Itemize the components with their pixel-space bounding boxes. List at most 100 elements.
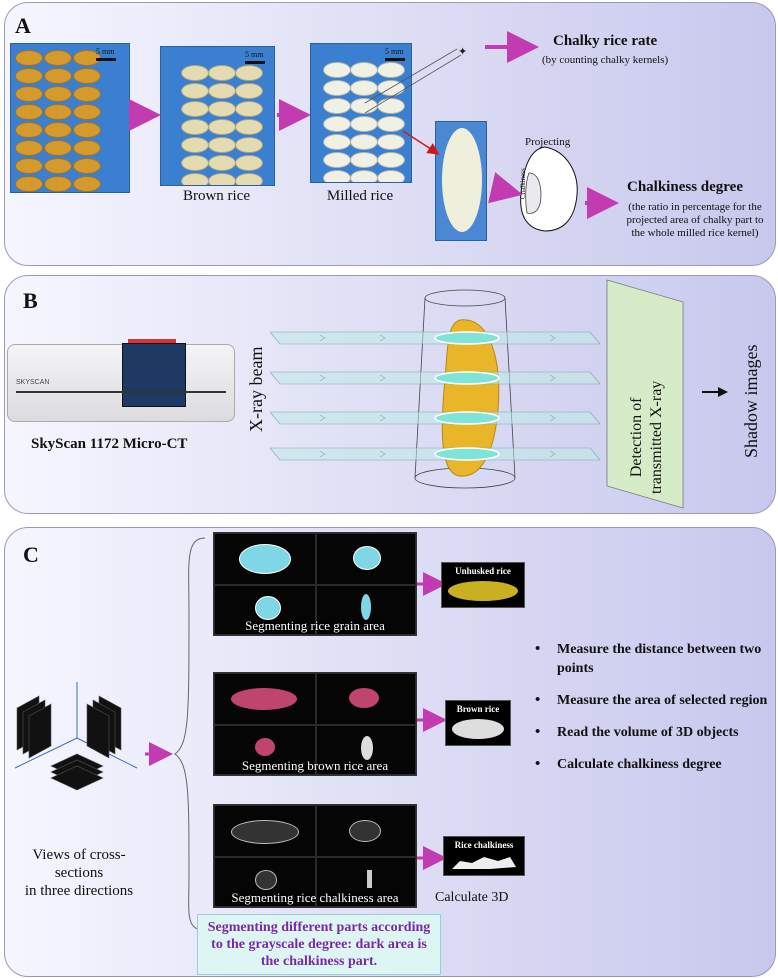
degree-desc-line: (the ratio in percentage for the xyxy=(628,201,762,213)
ct-caption: Segmenting rice chalkiness area xyxy=(231,890,399,905)
device-stripe xyxy=(16,391,226,393)
scale-bar xyxy=(245,61,265,64)
chalky-kernel-icon: ✦ xyxy=(458,46,468,58)
grain-column xyxy=(44,50,72,192)
calculate-3d-label: Calculate 3D xyxy=(435,890,509,905)
thumb-unhusked: Unhusked rice xyxy=(441,562,525,608)
rice-kernel xyxy=(377,62,405,78)
ct-view xyxy=(214,673,316,725)
ct-view xyxy=(316,533,416,585)
x-ray-beam-label: X-ray beam xyxy=(246,346,266,432)
axis-line xyxy=(14,737,78,769)
ct-view xyxy=(214,533,316,585)
rice-kernel xyxy=(377,170,405,182)
panel-a-arrows xyxy=(129,31,619,219)
panel-a: A 5 mm 5 mm Brown rice 5 mm Milled rice … xyxy=(4,2,776,266)
beam-chevron xyxy=(319,334,326,342)
rice-kernel xyxy=(377,152,405,168)
ct-caption: Segmenting brown rice area xyxy=(241,758,389,773)
rice-grain xyxy=(441,319,500,477)
panel-c: C Views of cross-sections in three direc… xyxy=(4,527,776,977)
beam-chevron xyxy=(379,450,386,458)
panel-b: B SKYSCAN SkyScan 1172 Micro-CT X-ray be… xyxy=(4,275,776,514)
rice-kernel xyxy=(44,104,72,120)
views-caption-line: in three directions xyxy=(24,883,134,899)
brown-rice-caption: Brown rice xyxy=(182,188,251,204)
rice-kernel xyxy=(73,86,101,102)
segmentation-note: Segmenting different parts according to … xyxy=(197,914,441,975)
rice-kernel xyxy=(73,68,101,84)
thumb-chalkiness: Rice chalkiness xyxy=(443,836,525,876)
rice-kernel xyxy=(235,101,263,117)
rice-kernel xyxy=(15,104,43,120)
chalky-rate-subtitle: (by counting chalky kernels) xyxy=(542,54,669,66)
kernel-shape xyxy=(442,128,482,232)
rice-kernel xyxy=(377,98,405,114)
beam-chevron xyxy=(549,334,556,342)
rice-kernel xyxy=(15,68,43,84)
rice-kernel xyxy=(73,140,101,156)
rice-kernel xyxy=(15,122,43,138)
milled-rice-photo: 5 mm xyxy=(310,43,412,183)
rice-kernel xyxy=(15,50,43,66)
rice-kernel xyxy=(235,173,263,185)
rice-kernel xyxy=(73,104,101,120)
ct-view xyxy=(316,585,416,635)
cross-section-slice xyxy=(434,371,500,385)
micro-ct-device: SKYSCAN xyxy=(7,339,235,422)
arrow-milled-to-kernel xyxy=(402,130,440,155)
rice-kernel xyxy=(44,122,72,138)
zoom-line-top xyxy=(364,48,458,104)
measurement-item: Calculate chalkiness degree xyxy=(529,755,773,774)
detector-panel xyxy=(606,279,684,509)
rice-kernel xyxy=(73,176,101,192)
thumb-label: Rice chalkiness xyxy=(454,840,514,850)
measurement-item: Read the volume of 3D objects xyxy=(529,723,773,742)
beam-chevron xyxy=(549,374,556,382)
beam-chevron xyxy=(379,374,386,382)
chalky-region xyxy=(525,172,542,214)
thumb-brown: Brown rice xyxy=(445,700,511,746)
rice-kernel xyxy=(44,50,72,66)
thumb-label: Unhusked rice xyxy=(455,566,511,576)
ct-caption: Segmenting rice grain area xyxy=(245,618,385,633)
chalkiness-shape xyxy=(452,857,516,869)
cylinder-top xyxy=(424,289,506,307)
rice-kernel xyxy=(73,122,101,138)
grain-column xyxy=(235,65,263,185)
panel-c-brace xyxy=(145,537,206,931)
result-arrows xyxy=(417,572,447,870)
rice-kernel xyxy=(44,140,72,156)
rice-kernel xyxy=(15,86,43,102)
views-caption-line: Views of cross-sections xyxy=(32,847,126,881)
ct-scan-chalkiness: Segmenting rice chalkiness area xyxy=(213,804,417,908)
ct-view xyxy=(316,673,416,725)
beam-chevron xyxy=(549,414,556,422)
detector-plate xyxy=(606,279,684,509)
milled-rice-caption: Milled rice xyxy=(326,188,394,204)
panel-a-label: A xyxy=(15,13,31,38)
cross-section-slice xyxy=(434,331,500,345)
arrow-to-shadow-images xyxy=(702,387,728,397)
projected-kernel-outline xyxy=(520,146,578,232)
grain-column xyxy=(15,50,43,192)
ct-scan-brown: Segmenting brown rice area xyxy=(213,672,417,776)
rice-kernel xyxy=(15,176,43,192)
grain-column xyxy=(73,50,101,192)
scale-label: 5 mm xyxy=(385,47,404,56)
beam-chevron xyxy=(319,414,326,422)
ct-view xyxy=(214,725,316,775)
grain-column xyxy=(323,62,351,182)
detector-label-line: Detection of xyxy=(628,397,645,478)
panel-b-label: B xyxy=(23,288,38,313)
rice-kernel xyxy=(15,140,43,156)
scale-label: 5 mm xyxy=(96,47,115,56)
rice-kernel xyxy=(73,158,101,174)
brown-rice-photo: 5 mm xyxy=(160,46,275,186)
detector-label: Detection of transmitted X-ray xyxy=(627,381,667,494)
rice-kernel xyxy=(235,155,263,171)
shadow-images-label: Shadow images xyxy=(741,344,761,458)
beam-chevron xyxy=(379,414,386,422)
degree-desc-line: the whole milled rice kernel) xyxy=(631,227,759,239)
device-brand: SKYSCAN xyxy=(16,379,50,386)
